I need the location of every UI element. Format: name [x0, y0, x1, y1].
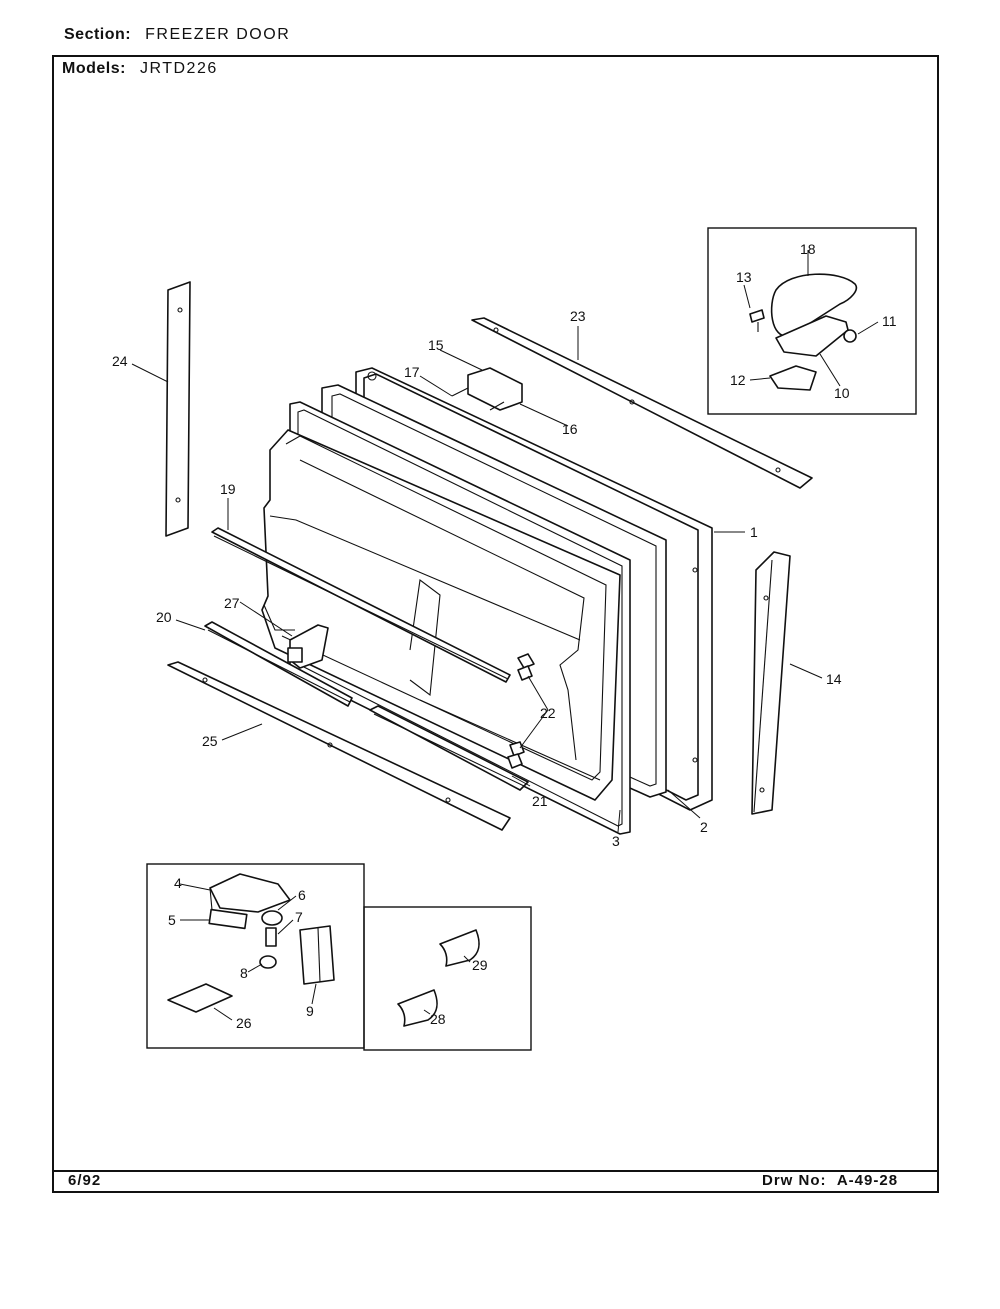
callout-7: 7	[295, 909, 303, 925]
part-screw-13	[749, 309, 765, 332]
part-hinge-plate-9	[299, 925, 335, 985]
callout-24: 24	[112, 353, 128, 369]
part-shelf-rail	[211, 527, 511, 683]
models-value: JRTD226	[139, 60, 218, 77]
models-label: Models:	[62, 60, 126, 77]
models-header: Models: JRTD226	[62, 60, 218, 78]
callout-23: 23	[570, 308, 586, 324]
part-washer-11	[843, 329, 857, 343]
callout-21: 21	[532, 793, 548, 809]
callout-5: 5	[168, 912, 176, 928]
part-spacer-5	[208, 908, 248, 930]
part-left-side-trim	[165, 281, 191, 537]
drawing-frame	[52, 55, 939, 1193]
callout-8: 8	[240, 965, 248, 981]
callout-6: 6	[298, 887, 306, 903]
section-value: FREEZER DOOR	[145, 26, 291, 43]
callout-27: 27	[224, 595, 240, 611]
part-hinge-plate-12	[769, 365, 817, 391]
part-bracket-26	[167, 983, 233, 1013]
callout-3: 3	[612, 833, 620, 849]
callout-1: 1	[750, 524, 758, 540]
callout-15: 15	[428, 337, 444, 353]
callout-12: 12	[730, 372, 746, 388]
shim-inset-box	[363, 906, 532, 1051]
callout-14: 14	[826, 671, 842, 687]
callout-2: 2	[700, 819, 708, 835]
callout-10: 10	[834, 385, 850, 401]
part-bottom-trim	[167, 661, 511, 831]
part-hinge-bracket-4	[209, 873, 291, 913]
callout-20: 20	[156, 609, 172, 625]
part-bushing-6-7	[261, 910, 283, 947]
part-lower-rail-20	[204, 621, 353, 707]
callout-17: 17	[404, 364, 420, 380]
callout-28: 28	[430, 1011, 446, 1027]
part-right-side-trim	[751, 551, 791, 815]
section-header: Section: FREEZER DOOR	[64, 26, 290, 44]
callout-22: 22	[540, 705, 556, 721]
callout-25: 25	[202, 733, 218, 749]
part-shim-29	[439, 929, 480, 967]
hinge-inset-box	[707, 227, 917, 415]
callout-29: 29	[472, 957, 488, 973]
section-label: Section:	[64, 26, 132, 43]
leader-lines	[131, 250, 879, 1021]
part-door-liner	[261, 429, 621, 801]
drawing-label: Drw No:	[762, 1172, 827, 1189]
footer-rule	[52, 1170, 939, 1172]
footer-drawing-number: Drw No: A-49-28	[762, 1172, 898, 1189]
callout-13: 13	[736, 269, 752, 285]
part-washer-8	[259, 955, 277, 969]
part-hinge-cover-18	[770, 273, 858, 337]
part-lower-rail-21	[369, 705, 529, 791]
callout-9: 9	[306, 1003, 314, 1019]
drawing-number: A-49-28	[836, 1172, 899, 1189]
callout-26: 26	[236, 1015, 252, 1031]
part-top-trim	[471, 317, 813, 489]
part-handle-block	[451, 367, 523, 411]
callout-11: 11	[882, 313, 897, 329]
callout-18: 18	[800, 241, 816, 257]
callout-4: 4	[174, 875, 182, 891]
part-shim-28	[397, 989, 438, 1027]
footer-date: 6/92	[68, 1172, 102, 1189]
part-bracket-27	[287, 624, 329, 669]
callout-19: 19	[220, 481, 236, 497]
callout-16: 16	[562, 421, 578, 437]
